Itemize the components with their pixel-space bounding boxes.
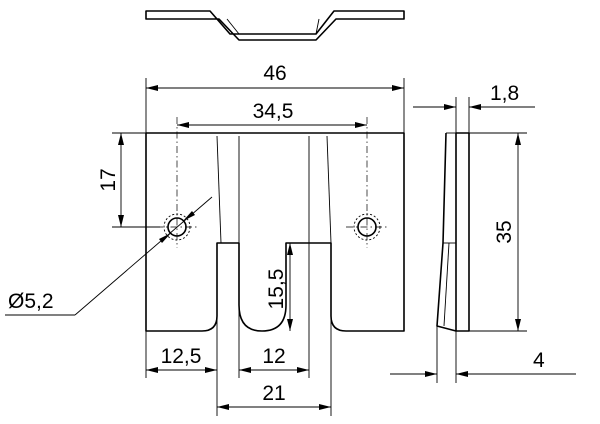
label-hole-spacing: 34,5 xyxy=(253,100,294,123)
label-slot-depth: 15,5 xyxy=(265,269,288,310)
side-profile-outline xyxy=(455,132,470,332)
side-profile-bent-tab xyxy=(436,132,457,332)
label-overall-width: 46 xyxy=(263,62,286,85)
side-profile-tab-inner xyxy=(443,242,450,327)
dim-side-offset: 4 xyxy=(390,326,576,383)
label-bend-width: 21 xyxy=(262,382,285,405)
top-profile-outline xyxy=(145,10,405,41)
top-profile-bend-left xyxy=(226,18,240,35)
label-thickness: 1,8 xyxy=(490,82,519,105)
dim-thickness: 1,8 xyxy=(413,82,535,133)
bend-line-4 xyxy=(326,135,332,244)
label-overall-height: 35 xyxy=(493,220,516,243)
label-side-width: 12,5 xyxy=(161,345,202,368)
plate-outline xyxy=(145,132,405,332)
dim-overall-width: 46 xyxy=(145,62,405,133)
side-view xyxy=(436,132,470,332)
label-slot-width: 12 xyxy=(262,345,285,368)
dim-slot-depth: 15,5 xyxy=(265,243,293,331)
top-profile-bend-right xyxy=(315,18,320,35)
dim-hole-height: 17 xyxy=(97,132,160,228)
dim-bend-width: 21 xyxy=(217,316,332,416)
label-hole-diameter: Ø5,2 xyxy=(8,290,54,313)
label-side-offset: 4 xyxy=(533,349,545,372)
dim-hole-spacing: 34,5 xyxy=(177,100,367,128)
dim-hole-diameter: Ø5,2 xyxy=(5,196,213,316)
dim-overall-height: 35 xyxy=(469,132,527,332)
bend-line-1 xyxy=(216,135,222,244)
front-view xyxy=(145,117,405,332)
dim-side-width: 12,5 xyxy=(145,316,218,416)
top-view xyxy=(145,10,405,41)
label-hole-height: 17 xyxy=(97,168,120,191)
dim-slot-width: 12 xyxy=(238,243,310,378)
